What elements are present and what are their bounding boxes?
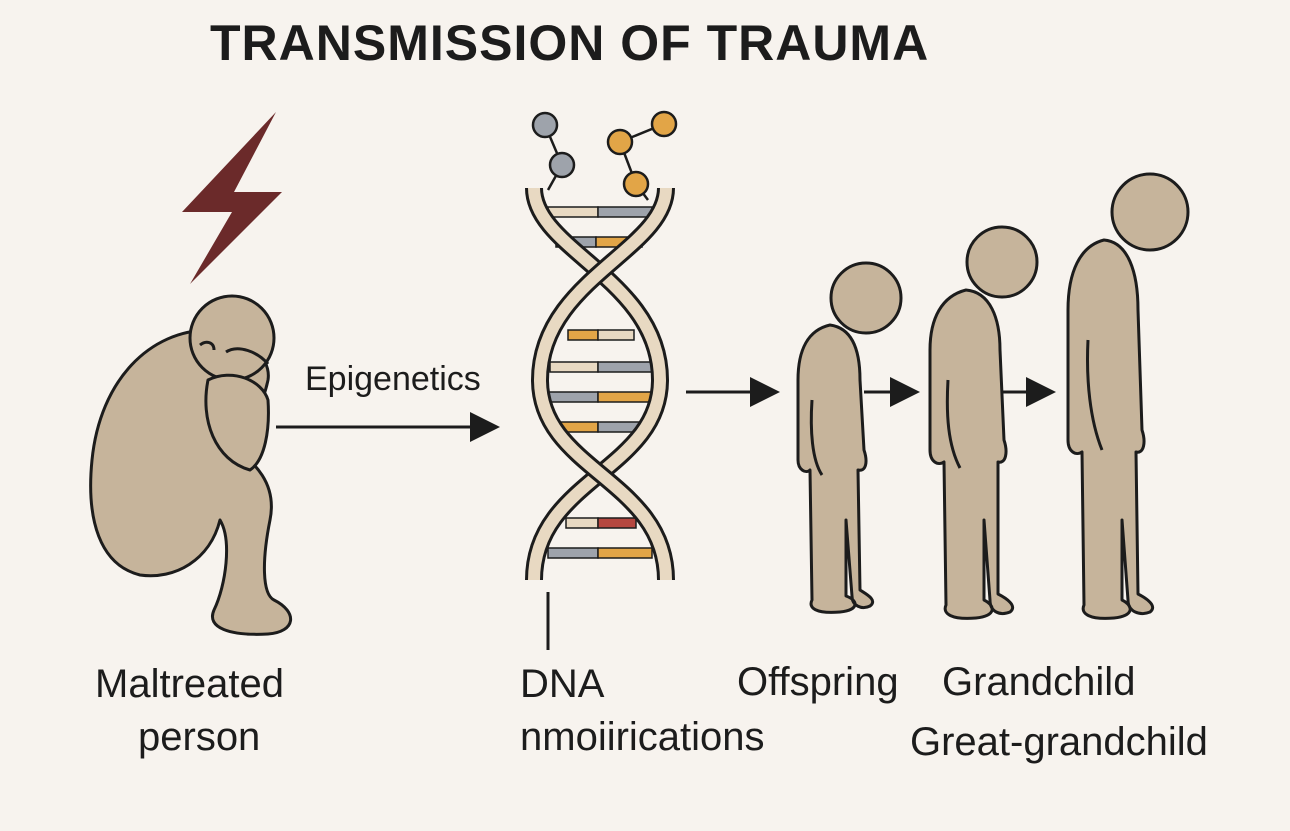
- maltreated-person-figure: [89, 294, 293, 636]
- dna-modifications-label: DNA nmoiirications: [520, 658, 765, 764]
- methyl-groups: [531, 110, 678, 201]
- grandchild-figure: [928, 225, 1039, 620]
- maltreated-person-label-line1: Maltreated: [95, 662, 284, 706]
- offspring-figure: [796, 261, 903, 614]
- great-grandchild-figure: [1066, 172, 1190, 620]
- offspring-label: Offspring: [737, 660, 899, 704]
- dna-label-line1: DNA: [520, 662, 605, 706]
- lightning-icon: [182, 112, 282, 284]
- diagram-title: TRANSMISSION OF TRAUMA: [210, 15, 930, 71]
- grandchild-label: Grandchild: [942, 660, 1136, 704]
- great-grandchild-label: Great-grandchild: [910, 720, 1208, 764]
- dna-helix: [525, 187, 675, 650]
- epigenetics-label: Epigenetics: [305, 360, 481, 398]
- maltreated-person-label-line2: person: [138, 714, 261, 759]
- dna-base-pairs: [541, 206, 655, 559]
- dna-label-line2: nmoiirications: [520, 714, 765, 759]
- maltreated-person-label: Maltreated person: [95, 658, 284, 764]
